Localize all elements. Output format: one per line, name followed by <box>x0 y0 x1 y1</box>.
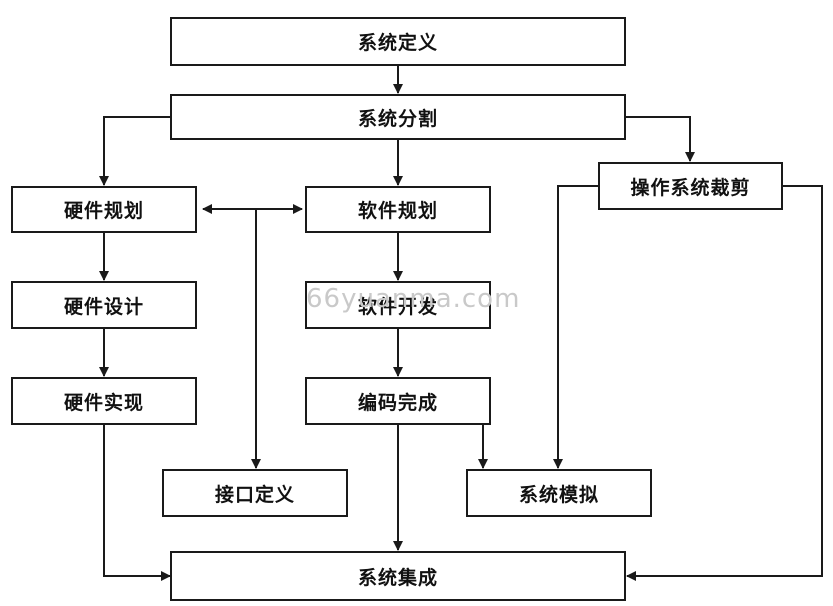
coding-complete-label: 编码完成 <box>357 391 438 414</box>
system-simulation-label: 系统模拟 <box>518 483 599 506</box>
arrow-os-tailoring-to-simulation <box>553 185 598 469</box>
system-integration-box: 系统集成 <box>170 551 626 601</box>
os-tailoring-label: 操作系统裁剪 <box>630 176 751 199</box>
arrow-partition-to-os-tailoring <box>626 116 695 162</box>
hardware-design-box: 硬件设计 <box>11 281 197 329</box>
system-simulation-box: 系统模拟 <box>466 469 652 517</box>
coding-complete-box: 编码完成 <box>305 377 491 425</box>
interface-definition-label: 接口定义 <box>214 483 295 506</box>
software-planning-label: 软件规划 <box>357 200 438 222</box>
software-development-label: 软件开发 <box>357 295 438 318</box>
arrow-hw-implementation-to-integration <box>103 425 171 581</box>
system-definition-label: 系统定义 <box>357 32 438 54</box>
system-integration-label: 系统集成 <box>357 566 438 589</box>
arrow-os-tailoring-to-integration <box>626 185 823 581</box>
arrow-partition-to-hardware-planning <box>99 116 170 186</box>
system-partition-box: 系统分割 <box>170 94 626 140</box>
system-partition-label: 系统分割 <box>357 107 438 130</box>
os-tailoring-box: 操作系统裁剪 <box>598 162 783 210</box>
hardware-implementation-box: 硬件实现 <box>11 377 197 425</box>
interface-definition-box: 接口定义 <box>162 469 348 517</box>
hardware-planning-label: 硬件规划 <box>63 200 144 222</box>
system-definition-box: 系统定义 <box>170 17 626 66</box>
hardware-planning-box: 硬件规划 <box>11 186 197 233</box>
software-planning-box: 软件规划 <box>305 186 491 233</box>
software-development-box: 软件开发 <box>305 281 491 329</box>
hardware-design-label: 硬件设计 <box>63 295 144 318</box>
hardware-implementation-label: 硬件实现 <box>63 391 144 414</box>
